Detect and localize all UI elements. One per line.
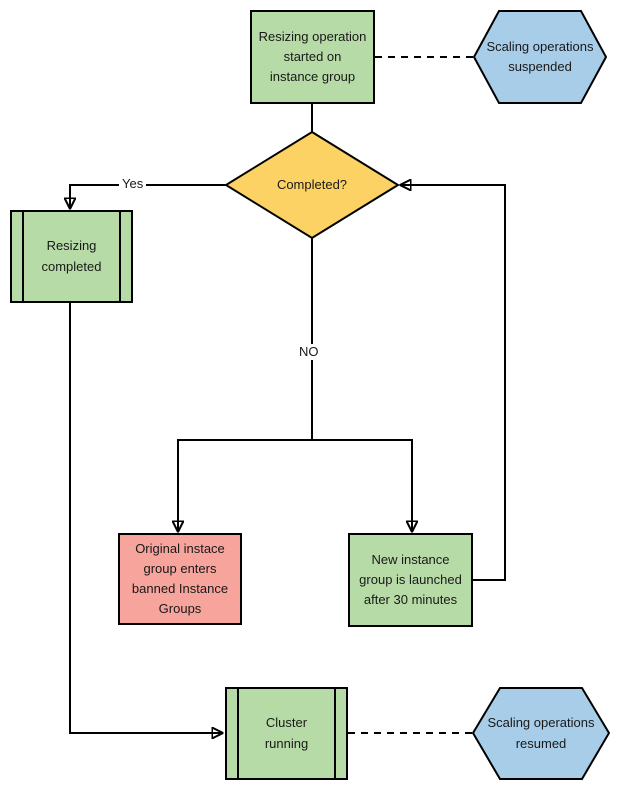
node-resizing-operation-started: Resizing operation started on instance g… (250, 10, 375, 104)
hexagon-shape-fill (472, 687, 610, 780)
hexagon-shape (473, 10, 607, 104)
node-completed-decision-label: Completed? (276, 176, 348, 192)
edge-completed-yes-to-resizing (70, 184, 226, 208)
node-scaling-operations-suspended: Scaling operations suspended (473, 10, 607, 104)
node-new-instance-group-launched: New instance group is launched after 30 … (348, 533, 473, 627)
node-scaling-operations-resumed: Scaling operations resumed (472, 687, 610, 780)
edge-label-no: NO (296, 344, 322, 360)
node-new-instance-group-launched-label: New instance group is launched after 30 … (359, 551, 462, 608)
diamond-shape-fill (224, 130, 400, 240)
inner-bar-left (237, 689, 239, 778)
node-scaling-operations-resumed-label: Scaling operations resumed (487, 715, 595, 751)
node-banned-instance-groups-label: Original instace group enters banned Ins… (131, 540, 229, 617)
inner-bar-left (22, 212, 24, 301)
node-resizing-completed-label: Resizing completed (41, 238, 102, 274)
node-cluster-running: Cluster running (225, 687, 348, 780)
edge-label-yes: Yes (119, 176, 147, 192)
edge-resizing-to-cluster (69, 303, 222, 733)
diamond-shape (224, 130, 400, 240)
hexagon-shape-fill (473, 10, 607, 104)
node-cluster-running-label: Cluster running (264, 715, 309, 751)
node-banned-instance-groups: Original instace group enters banned Ins… (118, 533, 242, 625)
edge-newgroup-loop-to-completed (401, 185, 506, 581)
inner-bar-right (334, 689, 336, 778)
node-resizing-completed: Resizing completed (10, 210, 133, 303)
node-resizing-operation-started-label: Resizing operation started on instance g… (258, 28, 367, 85)
inner-bar-right (119, 212, 121, 301)
node-scaling-operations-suspended-label: Scaling operations suspended (486, 38, 594, 74)
node-completed-decision: Completed? (224, 130, 400, 240)
hexagon-shape (472, 687, 610, 780)
